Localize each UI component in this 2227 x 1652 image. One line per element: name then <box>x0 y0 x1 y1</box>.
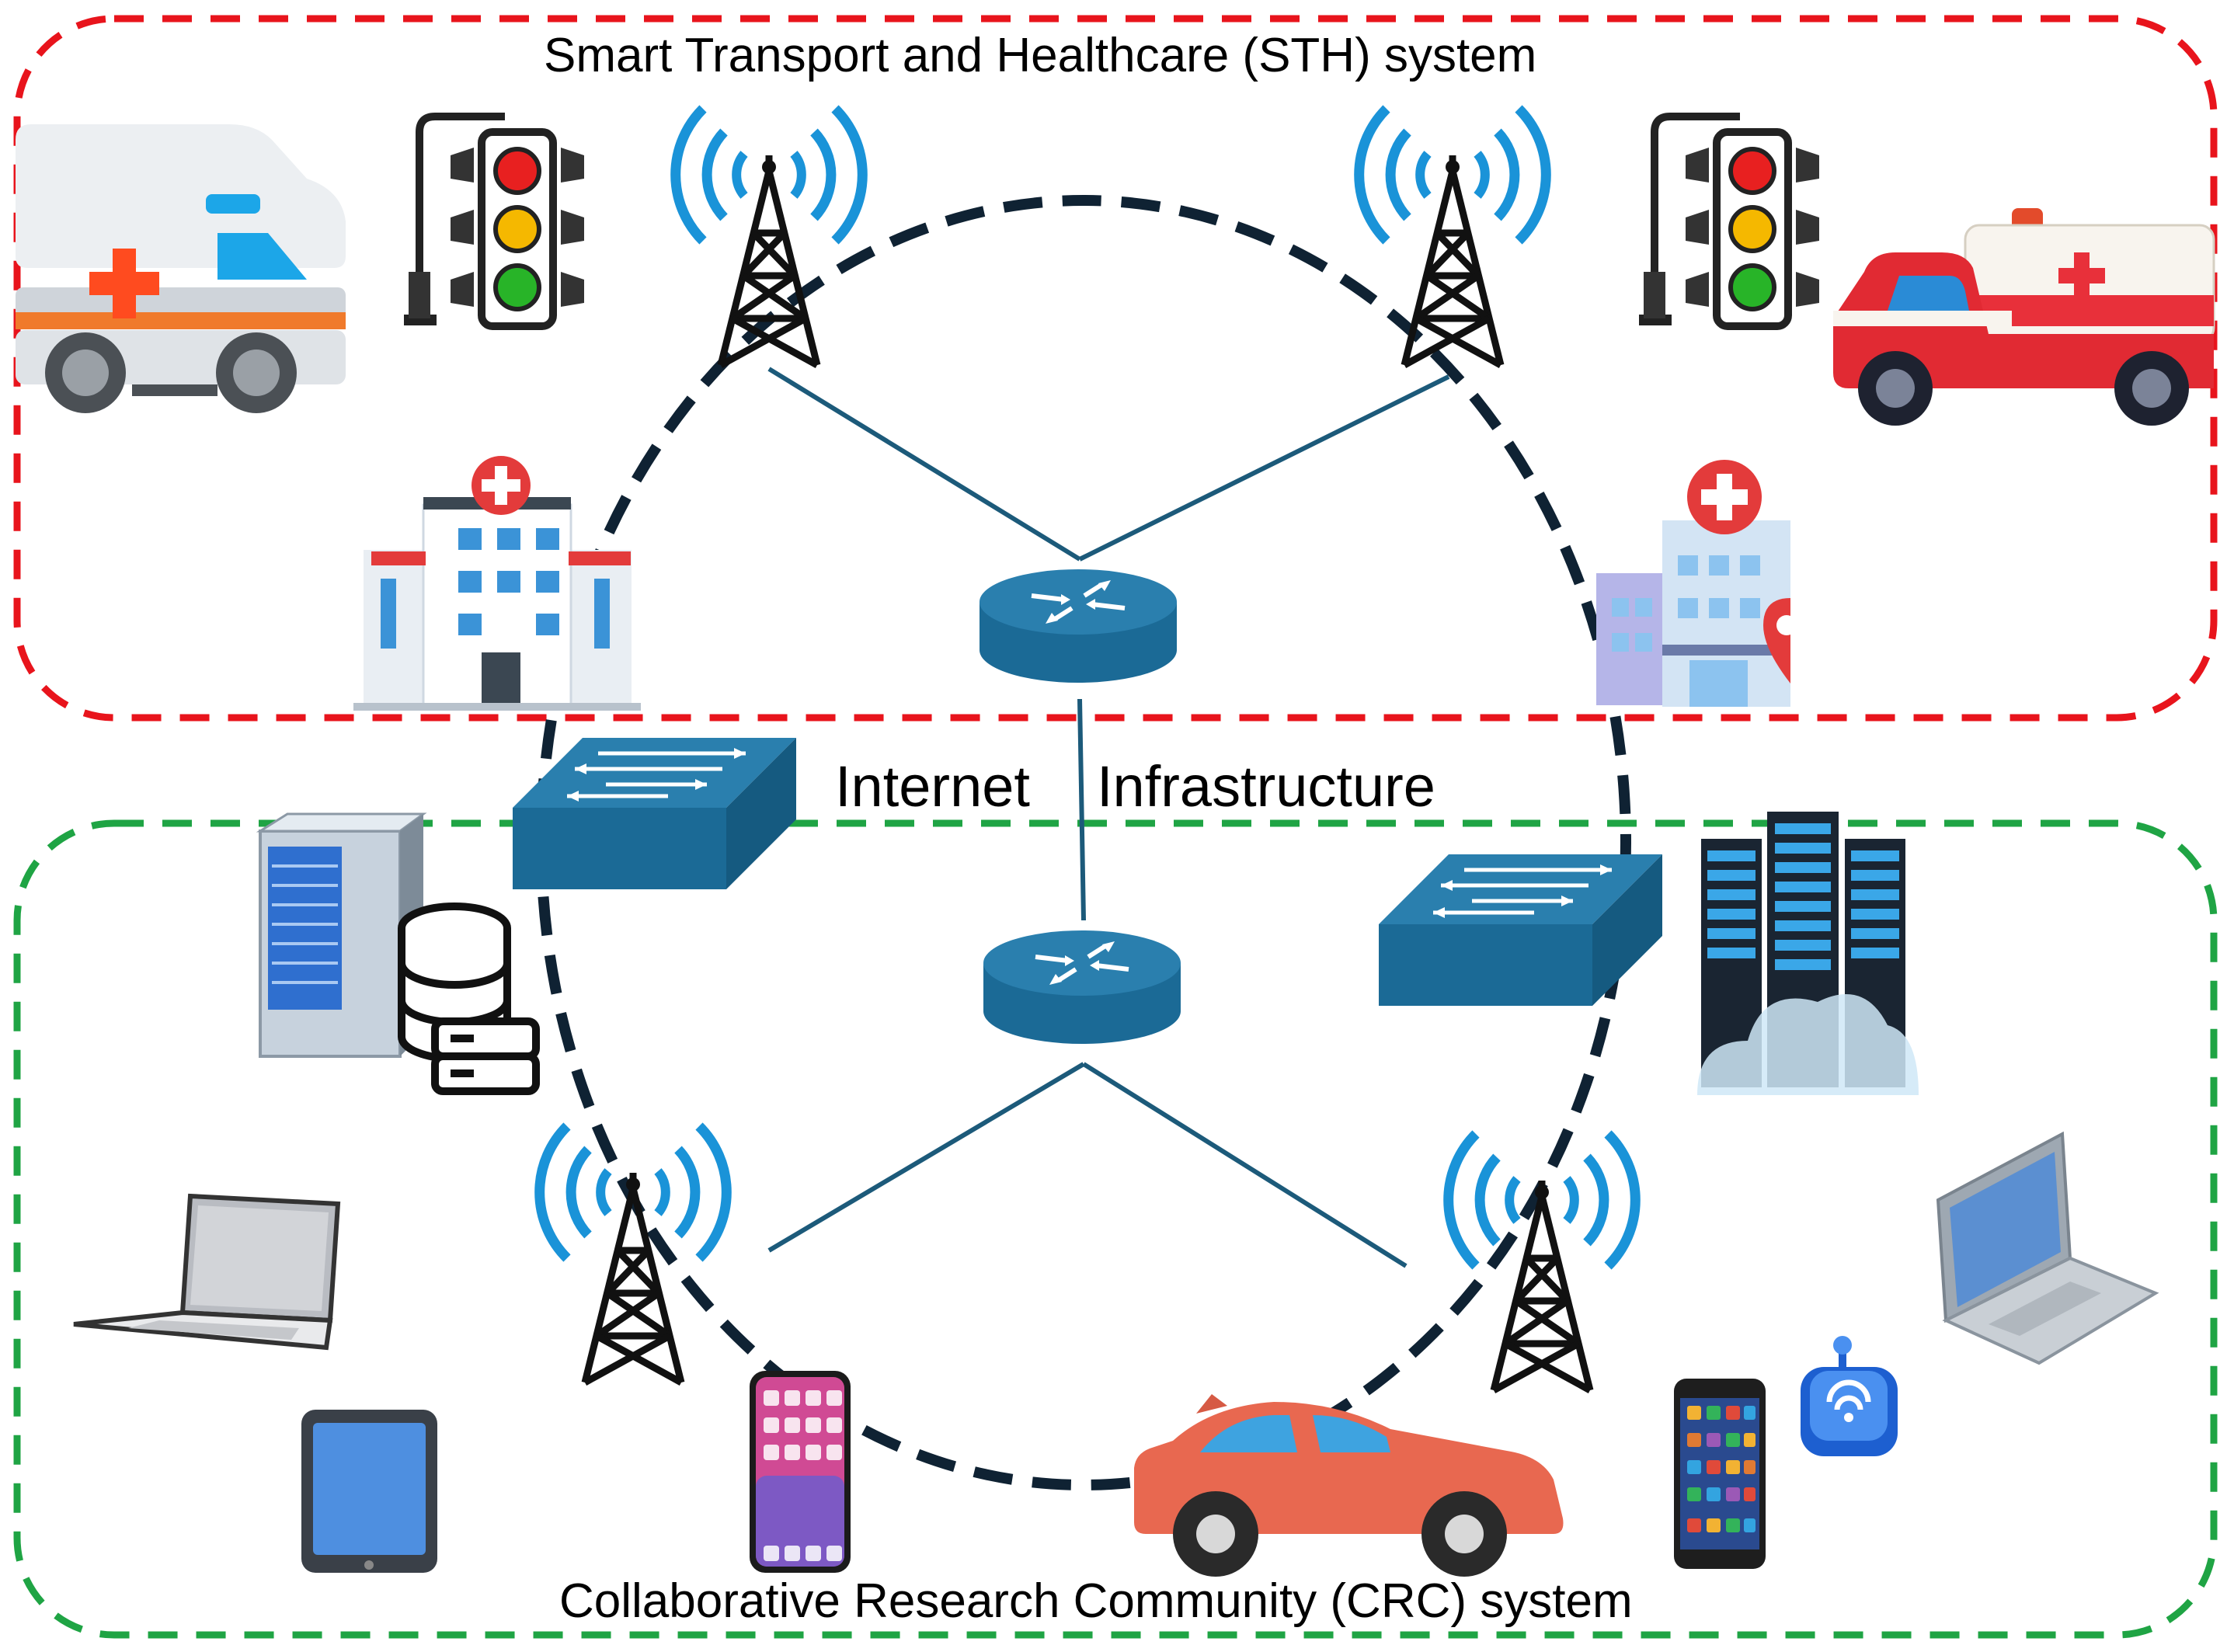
router-icon <box>983 930 1181 1044</box>
internet-label: Internet <box>835 754 1030 819</box>
iot-device-icon <box>1801 1336 1898 1456</box>
cell-tower-icon <box>1449 1134 1636 1390</box>
traffic-light-icon <box>404 117 584 326</box>
traffic-light-icon <box>1639 117 1819 326</box>
cloud-server-icon <box>1697 812 1919 1095</box>
laptop-icon <box>1936 1131 2159 1365</box>
ambulance-icon <box>16 124 346 413</box>
ambulance-icon <box>1833 208 2215 426</box>
cell-tower-icon <box>1359 109 1547 365</box>
database-icon <box>398 903 540 1095</box>
switch-icon <box>513 738 796 889</box>
network-links <box>767 367 1450 1268</box>
switch-icon <box>1379 854 1662 1006</box>
server-icon <box>256 812 427 1058</box>
smartphone-icon <box>750 1371 851 1573</box>
infrastructure-label: Infrastructure <box>1097 754 1435 819</box>
sth-system-title: Smart Transport and Healthcare (STH) sys… <box>544 29 1537 82</box>
crc-region <box>13 819 2218 1639</box>
car-icon <box>1134 1394 1564 1577</box>
laptop-icon <box>74 1196 338 1348</box>
router-icon <box>980 569 1177 683</box>
cell-tower-icon <box>540 1126 727 1382</box>
smartphone-icon <box>1674 1379 1766 1569</box>
crc-system-title: Collaborative Research Community (CRC) s… <box>559 1574 1633 1628</box>
tablet-icon <box>301 1410 437 1573</box>
hospital-icon <box>353 456 641 711</box>
hospital-icon <box>1596 460 1797 707</box>
